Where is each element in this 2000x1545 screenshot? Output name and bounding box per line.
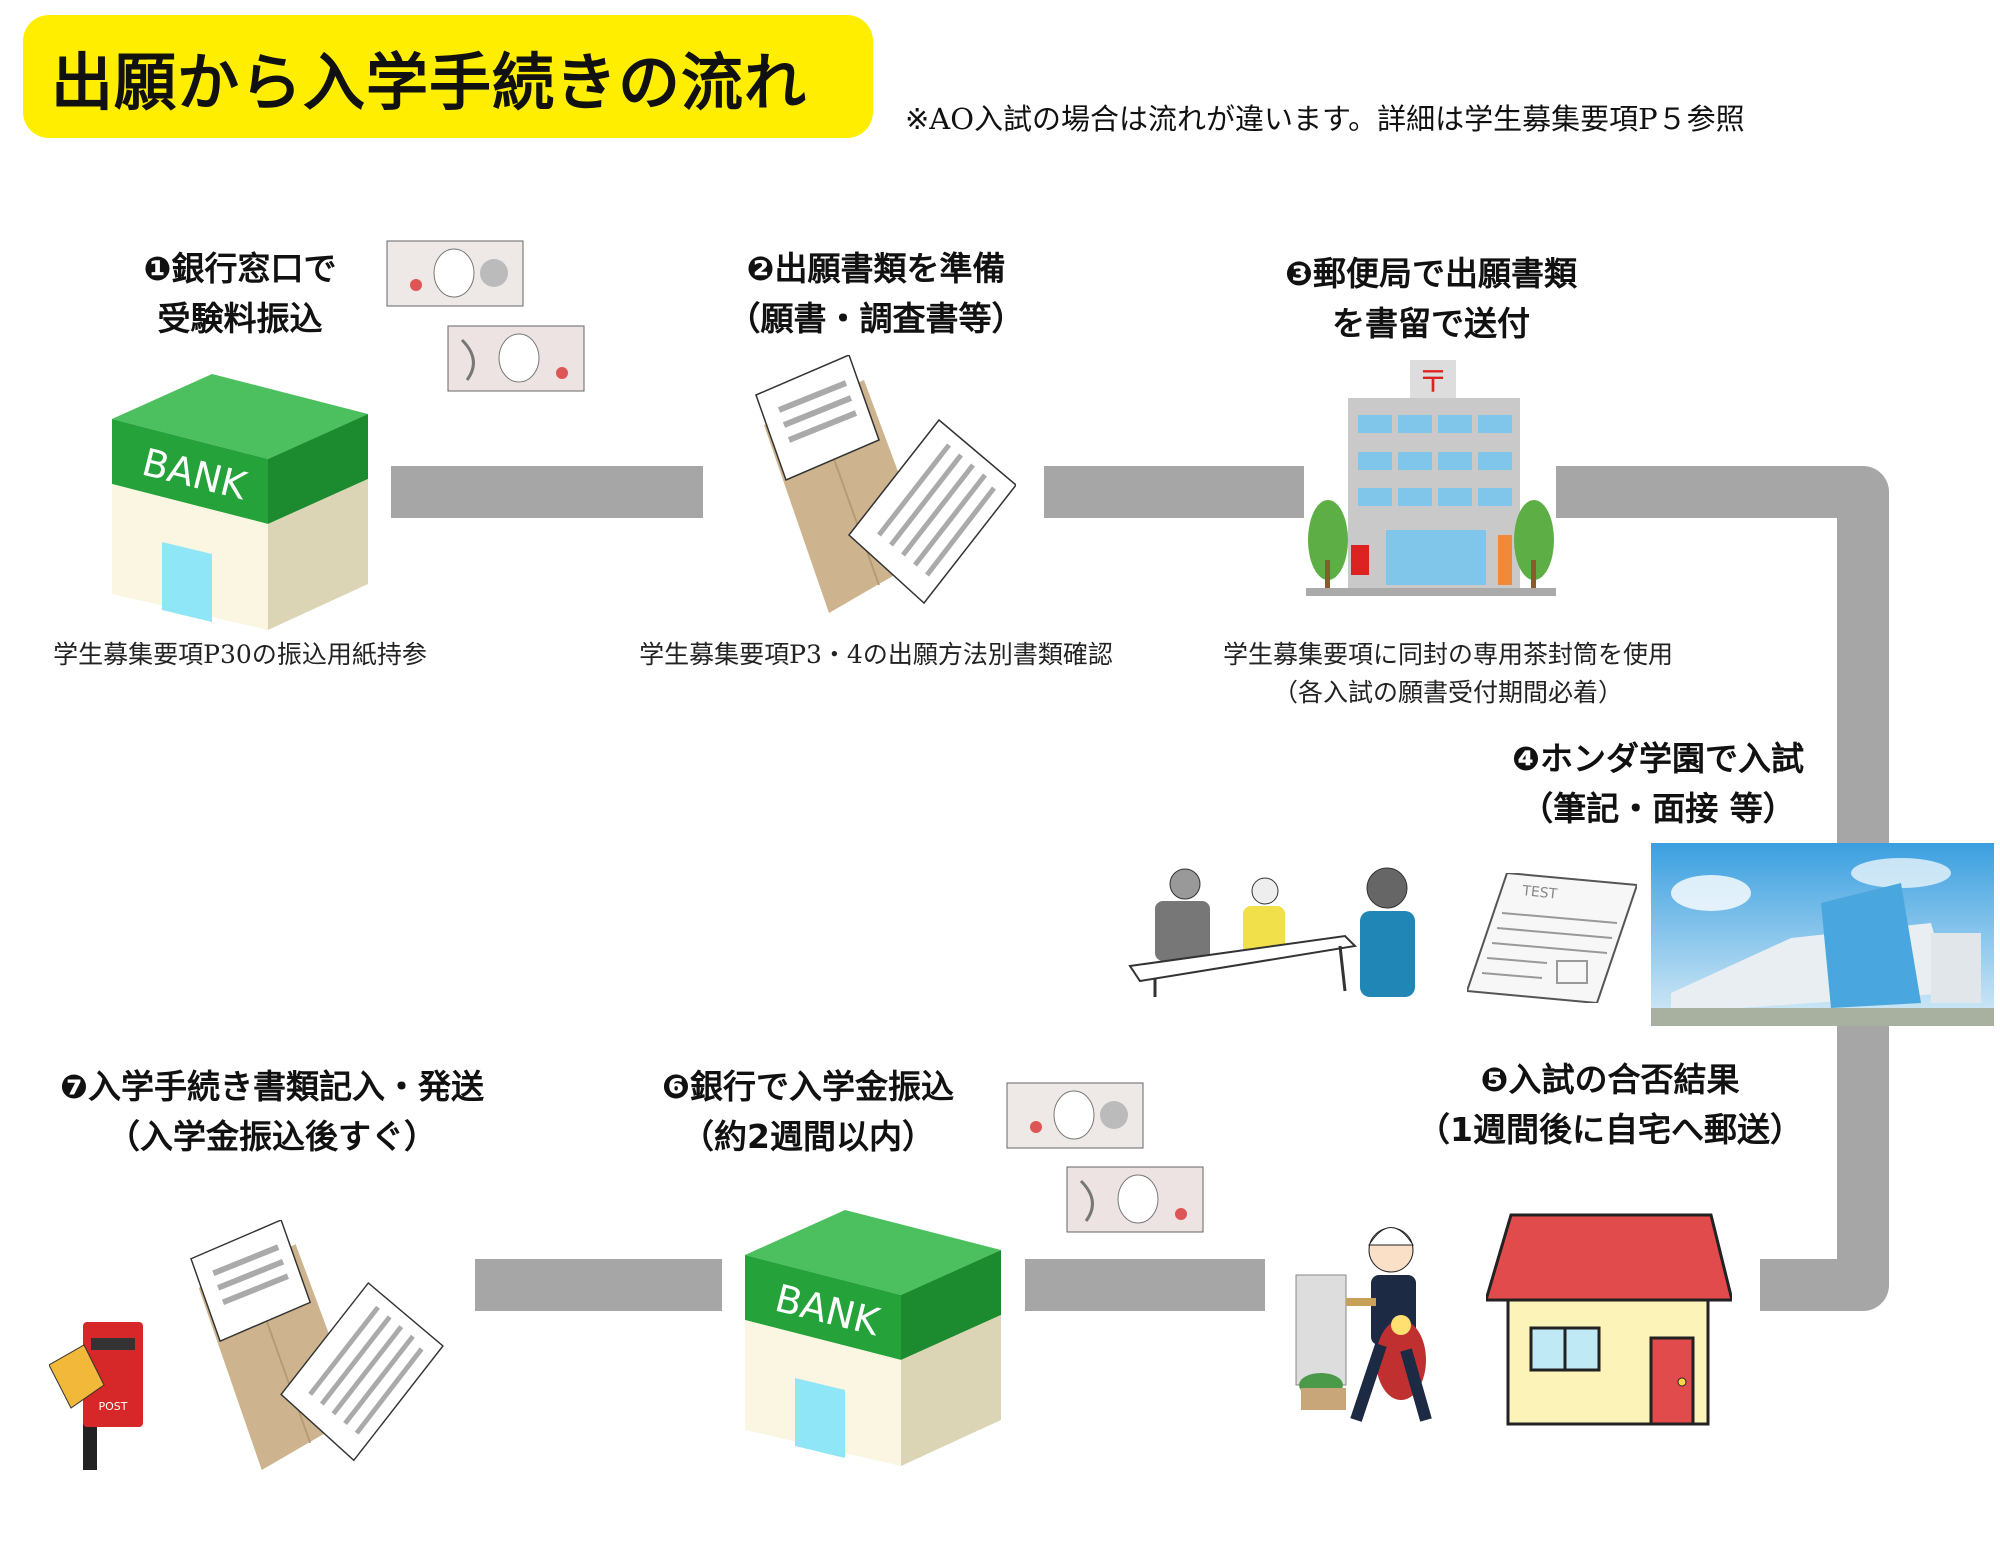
connector-1-2 [391,466,703,518]
house-icon [1486,1213,1732,1426]
connector-4-5 [1760,1259,1889,1311]
connector-right-upper [1837,492,1889,844]
connector-6-7 [475,1259,722,1311]
title-banner: 出願から入学手続きの流れ [23,15,873,138]
step-2-label: ❷出願書類を準備（願書・調査書等） [727,249,1025,338]
banknote-icon [386,240,524,307]
mail-carrier-illustration [1295,1227,1432,1422]
step-1-caption: 学生募集要項P30の振込用紙持参 [53,640,427,669]
step-3-caption: 学生募集要項に同封の専用茶封筒を使用（各入試の願書受付期間必着） [1222,640,1674,707]
school-building-photo [1651,843,1994,1026]
step-5-label: ❺入試の合否結果（1週間後に自宅へ郵送） [1417,1060,1803,1149]
enrollment-documents-icon [190,1220,444,1470]
postbox-icon: POST [49,1322,143,1470]
ao-note: ※AO入試の場合は流れが違います。詳細は学生募集要項P５参照 [905,102,1745,136]
connector-3-right [1556,466,1889,518]
banknote-icon [1066,1166,1204,1233]
connector-2-3 [1044,466,1304,518]
test-paper-icon: TEST [1467,873,1637,1003]
step-1-label: ❶銀行窓口で受験料振込 [143,249,337,338]
connector-right-lower [1837,1026,1889,1286]
connector-5-6 [1025,1259,1265,1311]
banknote-icon [1006,1082,1144,1149]
interview-illustration [1128,867,1415,997]
bank-building-icon: BANK [112,374,368,630]
svg-text:POST: POST [99,1400,128,1413]
page-title: 出願から入学手続きの流れ [51,45,808,119]
step-6-label: ❻銀行で入学金振込（約2週間以内） [662,1067,954,1156]
svg-text:TEST: TEST [1521,883,1559,903]
svg-text:〒: 〒 [1418,365,1448,400]
step-4-label: ❹ホンダ学園で入試（筆記・面接 等） [1512,739,1804,828]
banknote-icon [447,325,585,392]
step-7-label: ❼入学手続き書類記入・発送（入学金振込後すぐ） [60,1067,484,1156]
application-documents-icon [755,355,1016,613]
bank-building-icon: BANK [745,1210,1001,1466]
step-3-label: ❸郵便局で出願書類を書留で送付 [1285,254,1577,343]
step-2-caption: 学生募集要項P3・4の出願方法別書類確認 [639,640,1113,669]
post-office-building-icon: 〒 [1306,360,1556,596]
